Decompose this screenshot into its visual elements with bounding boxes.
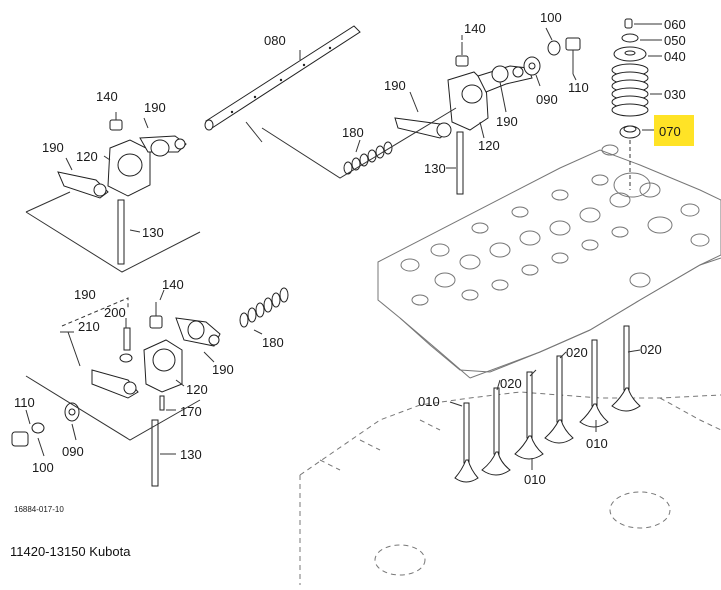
callout-190-bottom: 190 — [74, 287, 96, 302]
callout-110-top: 110 — [568, 80, 589, 95]
callout-190-left-right: 190 — [144, 100, 166, 115]
callout-010-middle: 010 — [586, 436, 608, 451]
rocker-assembly-left — [25, 112, 201, 273]
callout-020-c: 020 — [640, 342, 662, 357]
callout-020-a: 020 — [500, 376, 522, 391]
callout-090-top: 090 — [536, 92, 558, 107]
callout-010-bottom: 010 — [524, 472, 546, 487]
callout-010-left: 010 — [418, 394, 440, 409]
callout-120-left: 120 — [76, 149, 98, 164]
cylinder-head — [299, 144, 721, 585]
rocker-assembly-top — [261, 27, 581, 195]
callout-190-left-left: 190 — [42, 140, 64, 155]
valve-leaders — [449, 349, 641, 470]
callout-140-bottom: 140 — [162, 277, 184, 292]
callout-130-left: 130 — [142, 225, 164, 240]
callout-170: 170 — [180, 404, 202, 419]
callout-140-left: 140 — [96, 89, 118, 104]
callout-090-bottom: 090 — [62, 444, 84, 459]
drawing-code: 16884-017-10 — [14, 505, 64, 514]
callout-180-top: 180 — [342, 125, 364, 140]
highlight-070 — [654, 115, 694, 146]
callout-100-top: 100 — [540, 10, 562, 25]
callout-130-top: 130 — [424, 161, 446, 176]
callout-040: 040 — [664, 49, 686, 64]
callout-130-bottom: 130 — [180, 447, 202, 462]
callout-050: 050 — [664, 33, 686, 48]
valves — [454, 325, 641, 483]
callout-080: 080 — [264, 33, 286, 48]
callout-120-top: 120 — [478, 138, 500, 153]
callout-140-top: 140 — [464, 21, 486, 36]
callout-100-bottom: 100 — [32, 460, 54, 475]
rocker-shaft — [204, 25, 361, 143]
part-number-caption: 11420-13150 Kubota — [10, 544, 131, 559]
callout-030: 030 — [664, 87, 686, 102]
callout-070: 070 — [659, 124, 681, 139]
callout-210: 210 — [78, 319, 100, 334]
callout-200: 200 — [104, 305, 126, 320]
callout-190-bottom-right: 190 — [212, 362, 234, 377]
callout-190-top-right: 190 — [496, 114, 518, 129]
rocker-assembly-bottom — [11, 287, 289, 487]
callout-060: 060 — [664, 17, 686, 32]
callout-180-bottom: 180 — [262, 335, 284, 350]
valve-spring-stack — [611, 18, 662, 190]
callout-020-b: 020 — [566, 345, 588, 360]
callout-110-bottom: 110 — [14, 395, 35, 410]
callout-120-bottom: 120 — [186, 382, 208, 397]
callout-190-top-left: 190 — [384, 78, 406, 93]
callout-labels: 060 050 040 030 070 140 100 090 110 190 … — [14, 10, 686, 514]
